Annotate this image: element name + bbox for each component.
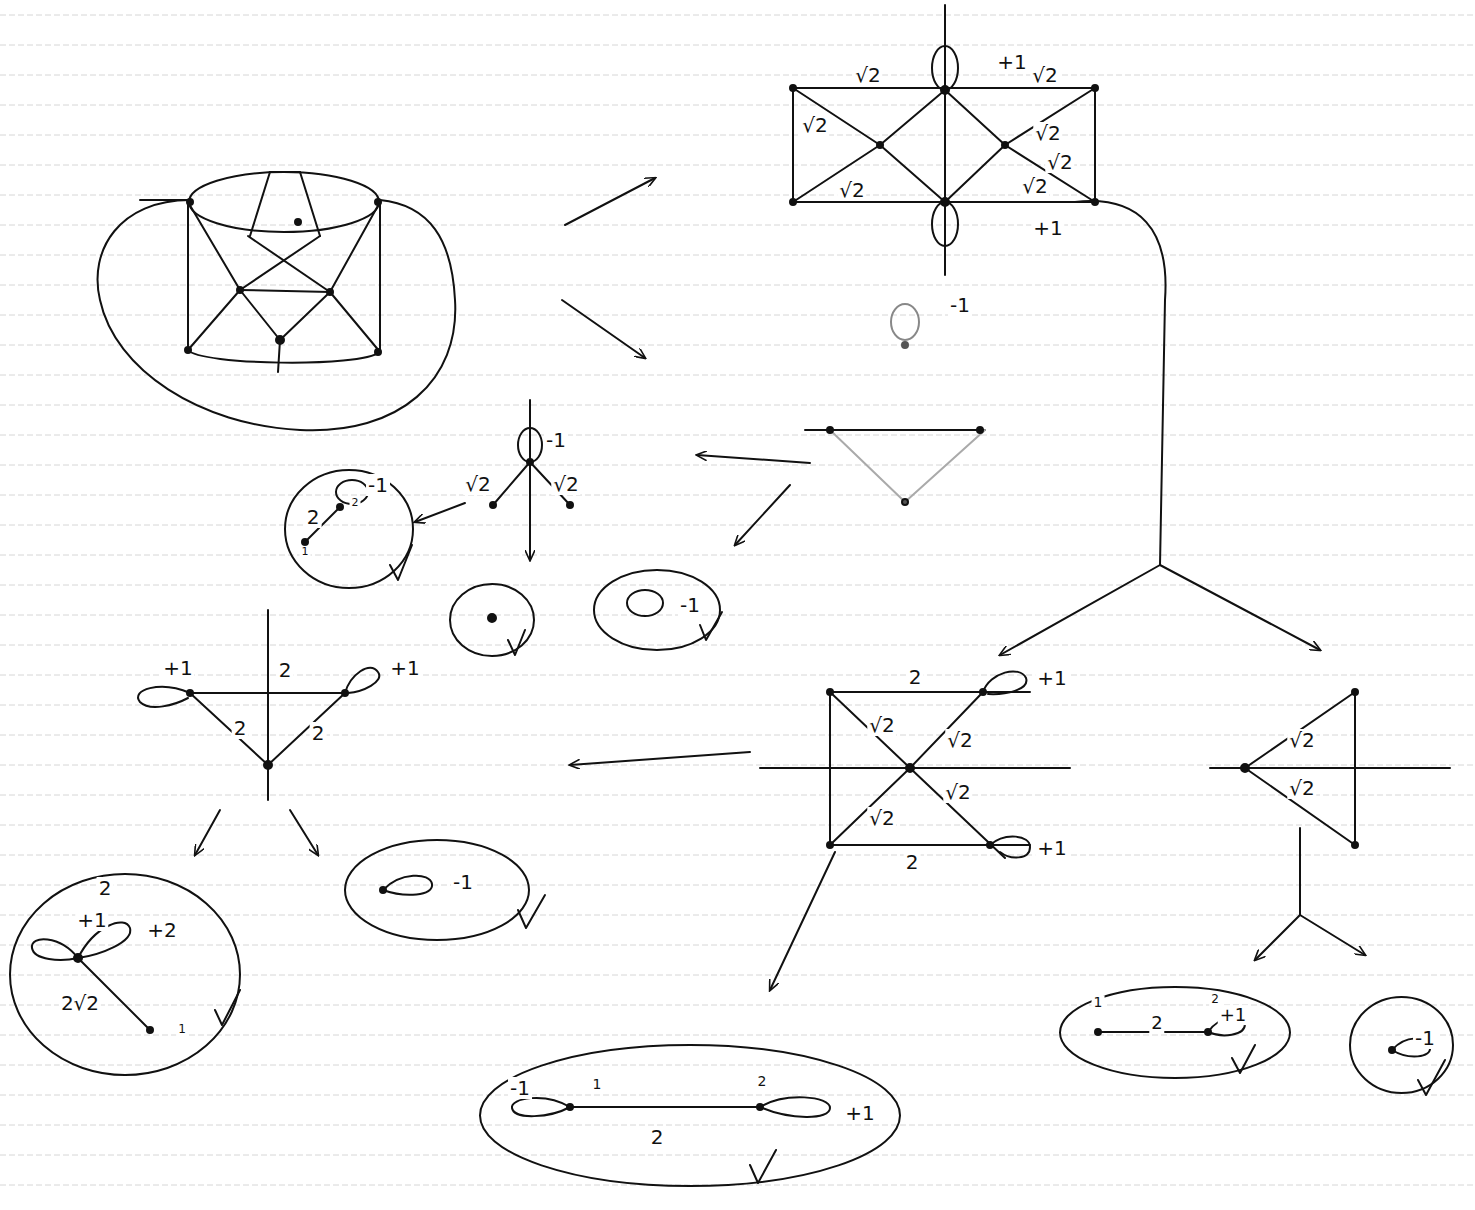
weight-label: √2 [1030, 64, 1059, 86]
node-outline [8, 872, 242, 1077]
weight-label: 1 [176, 1023, 188, 1036]
weight-label: -1 [678, 594, 702, 616]
weight-label: -1 [451, 871, 475, 893]
circled-graph: -1 [343, 838, 531, 942]
weight-label: √2 [1287, 777, 1316, 799]
weight-label: √2 [463, 473, 492, 495]
weight-label: √2 [1045, 151, 1074, 173]
weight-label: 1 [1092, 995, 1105, 1010]
weight-label: -1 [508, 1077, 532, 1099]
circled-graph: 2 -1 2 1 [283, 468, 415, 590]
weight-label: 2 [305, 506, 322, 528]
weight-label: √2 [837, 179, 866, 201]
weight-label: +1 [161, 657, 194, 679]
weight-label: +1 [1031, 217, 1064, 239]
weight-label: 2 [904, 851, 921, 873]
weight-label: -1 [948, 294, 972, 316]
circled-graph: -1 [592, 568, 722, 652]
weight-label: √2 [867, 807, 896, 829]
node-outline [343, 838, 531, 942]
weight-label: +2 [145, 919, 178, 941]
weight-label: 2 [1149, 1013, 1164, 1033]
weight-label: +1 [1218, 1005, 1249, 1025]
weight-label: √2 [943, 781, 972, 803]
node-outline [1348, 995, 1455, 1095]
weight-label: 2 [907, 666, 924, 688]
node-outline [478, 1043, 902, 1188]
weight-label: +1 [1035, 837, 1068, 859]
weight-label: 2 [649, 1126, 666, 1148]
weight-label: 2 [97, 877, 114, 899]
weight-label: 2√2 [59, 992, 101, 1014]
weight-label: √2 [867, 714, 896, 736]
weight-label: √2 [1020, 175, 1049, 197]
weight-label: 2 [277, 659, 294, 681]
weight-label: 2 [756, 1074, 769, 1089]
weight-label: √2 [1033, 122, 1062, 144]
weight-label: √2 [1287, 729, 1316, 751]
circled-graph: -1 1 2 +1 2 [478, 1043, 902, 1188]
node-outline [592, 568, 722, 652]
weight-label: +1 [75, 909, 108, 931]
weight-label: -1 [544, 429, 568, 451]
weight-label: +1 [843, 1102, 876, 1124]
weight-label: √2 [551, 473, 580, 495]
weight-label: 1 [300, 546, 311, 558]
weight-label: 2 [350, 497, 361, 509]
weight-label: √2 [800, 114, 829, 136]
weight-label: -1 [366, 474, 390, 496]
weight-label: +1 [1035, 667, 1068, 689]
weight-label: √2 [945, 729, 974, 751]
weight-label: +1 [995, 51, 1028, 73]
weight-label: √2 [853, 64, 882, 86]
node-outline [283, 468, 415, 590]
weight-label: +1 [388, 657, 421, 679]
weight-label: 1 [591, 1077, 604, 1092]
circled-graph: -1 [1348, 995, 1455, 1095]
circled-graph: 2 +1 +2 2√2 1 [8, 872, 242, 1077]
weight-label: -1 [1413, 1027, 1437, 1049]
circled-graph: 12+12 [1058, 985, 1292, 1080]
weight-label: 2 [232, 717, 249, 739]
weight-label: 2 [310, 722, 327, 744]
